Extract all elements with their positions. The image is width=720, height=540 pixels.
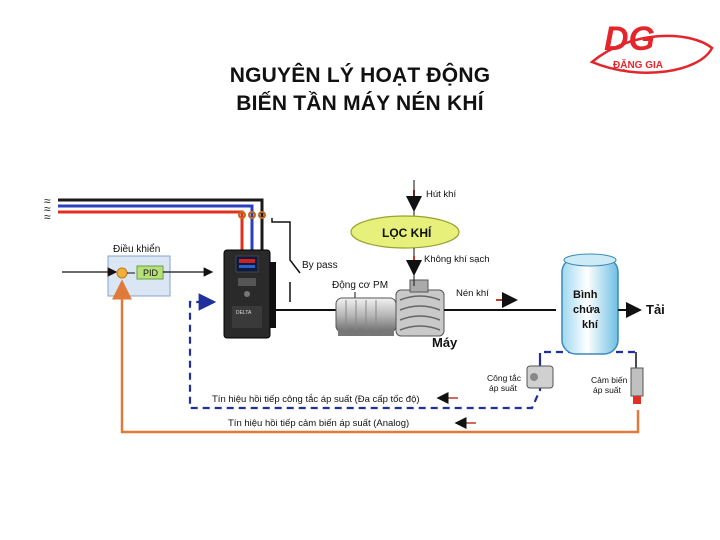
ac-symbol-1: ≈ [44,194,51,208]
bypass-label: By pass [302,260,338,271]
compressed-air-line: Nén khí [444,288,556,311]
bypass-line: By pass [271,218,338,302]
sensor-feedback-line: Tín hiệu hồi tiếp cảm biến áp suất (Anal… [112,279,640,434]
air-filter [350,215,460,249]
sensor-feedback-label: Tín hiệu hồi tiếp cảm biến áp suất (Anal… [228,418,409,429]
switch-feedback-label: Tín hiệu hồi tiếp công tắc áp suất (Đa c… [212,394,420,405]
brand-logo: DG ĐẶNG GIA [589,20,714,74]
page-title-line1: NGUYÊN LÝ HOẠT ĐỘNG [229,64,491,87]
pm-motor: Động cơ PM [332,280,397,336]
pid-label: PID [143,268,159,278]
pressure-switch-label-1: Công tắc [487,373,522,383]
pressure-sensor: Cảm biến áp suất [591,352,644,404]
svg-text:DELTA: DELTA [236,310,252,316]
tank-label-3: khí [582,319,599,331]
inverter-drive: DELTA [223,249,276,339]
pressure-switch: Công tắc áp suất [487,365,554,393]
clean-air-label: Không khí sạch [424,254,490,265]
air-tank: Bình chứa khí [561,253,619,355]
brand-name: ĐẶNG GIA [613,58,663,71]
ac-symbol-3: ≈ [44,210,51,224]
load-label: Tải [646,302,665,317]
power-lines: ≈ ≈ ≈ [44,194,266,250]
ac-symbol-2: ≈ [44,202,51,216]
air-intake: Hút khí LỌC KHÍ Không khí sạch [350,180,490,286]
tank-label-1: Bình [573,289,598,301]
controller-box: Điều khiển PID [62,243,214,297]
page-title-line2: BIẾN TẦN MÁY NÉN KHÍ [236,92,484,115]
machine-label: Máy [432,335,458,350]
controller-label: Điều khiển [113,243,160,255]
pressure-sensor-label-2: áp suất [593,385,622,395]
filter-label: LỌC KHÍ [382,225,432,240]
compress-label: Nén khí [456,288,489,299]
pressure-switch-label-2: áp suất [489,383,518,393]
logo-letters: DG [604,20,655,58]
pressure-sensor-label-1: Cảm biến [591,375,628,385]
tank-label-2: chứa [573,304,601,316]
screw-compressor: Máy [395,279,458,350]
intake-label: Hút khí [426,189,456,200]
motor-label: Động cơ PM [332,280,388,291]
load-output: Tải [618,302,665,318]
